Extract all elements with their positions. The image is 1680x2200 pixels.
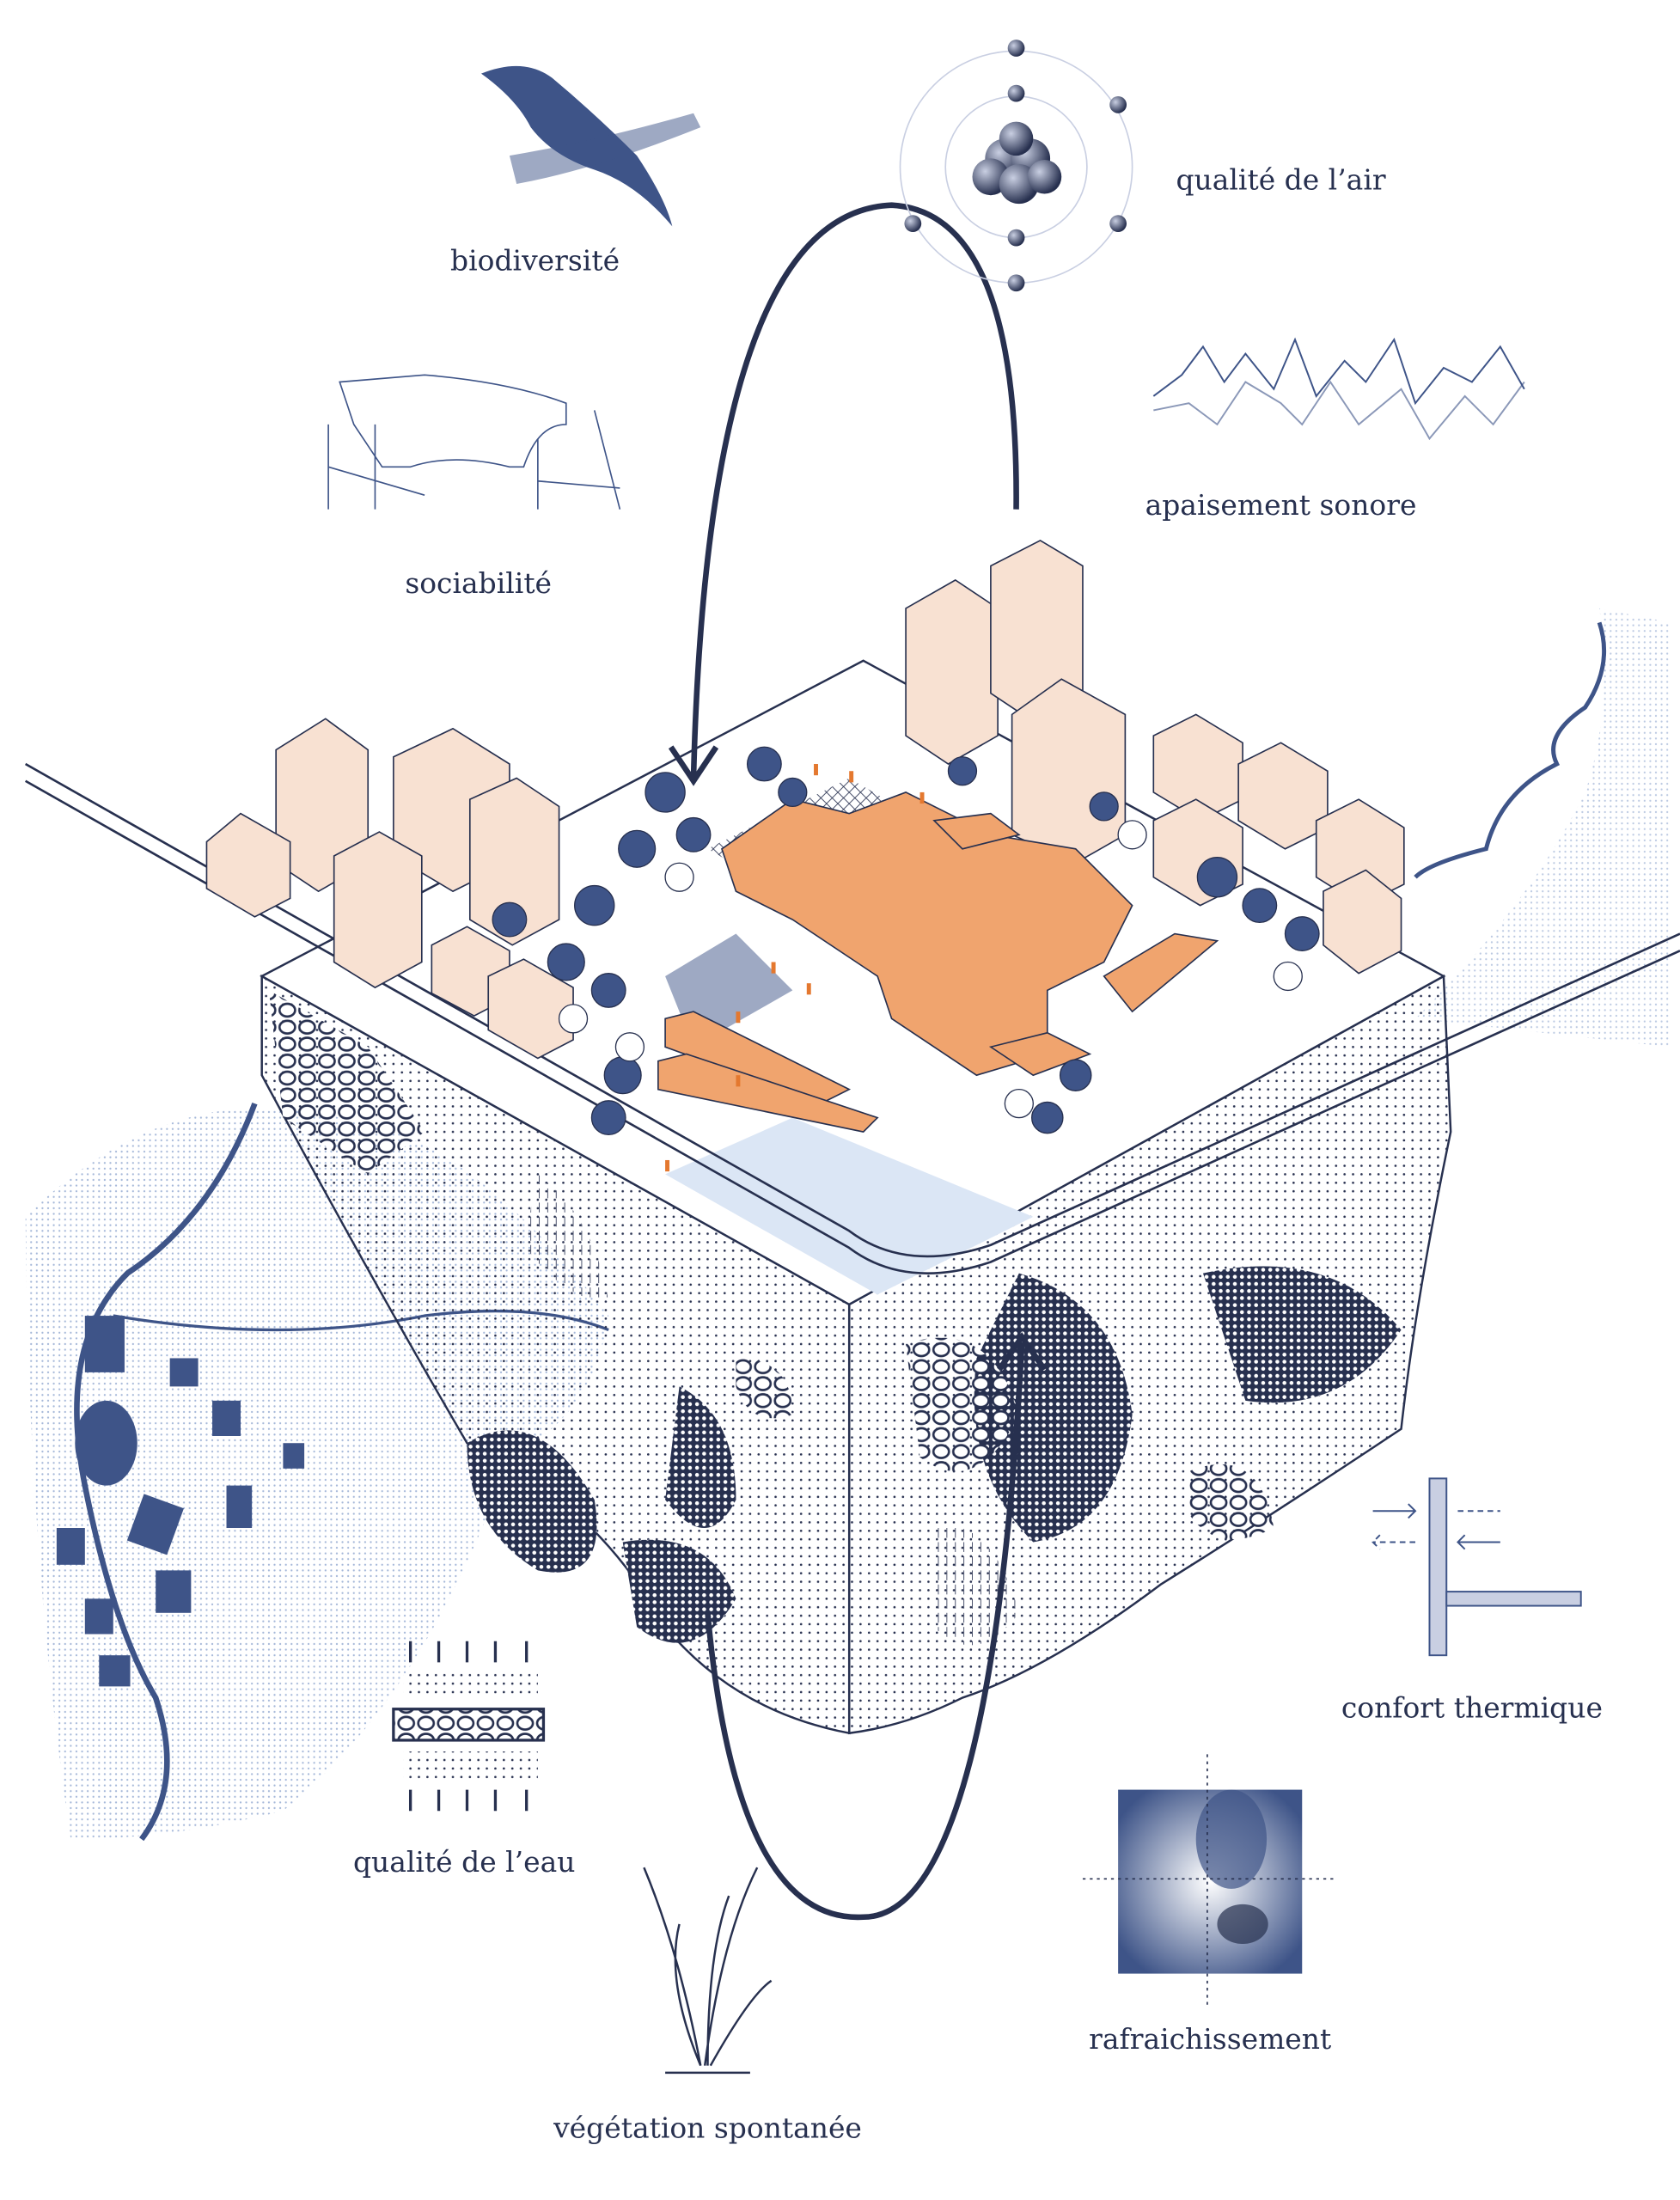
context-buildings [205, 539, 1405, 1060]
label-biodiversity: biodiversité [450, 243, 620, 277]
label-vegetation: végétation spontanée [553, 2111, 862, 2145]
roads [24, 762, 1680, 1274]
atom-icon [899, 40, 1133, 292]
trees-white [558, 820, 1303, 1119]
bird-icon [480, 65, 701, 227]
filter-icon [392, 1641, 546, 1812]
loop-arrow-bottom [705, 1331, 1048, 1921]
river-right [1414, 608, 1671, 1048]
label-water-quality: qualité de l’eau [353, 1845, 576, 1879]
loop-arrow-top [668, 202, 1019, 786]
label-air-quality: qualité de l’air [1176, 163, 1385, 197]
people-markers [665, 764, 925, 1172]
grass-icon [643, 1867, 773, 2075]
label-sound: apaisement sonore [1145, 488, 1417, 522]
cooling-map-icon [1082, 1754, 1338, 2009]
project-buildings [657, 791, 1219, 1133]
sound-wave-icon [1152, 337, 1525, 441]
label-cooling: rafraichissement [1089, 2022, 1331, 2056]
trees [492, 746, 1320, 1135]
label-sociability: sociabilité [405, 566, 552, 600]
label-thermal-comfort: confort thermique [1341, 1691, 1603, 1725]
wall-section-icon [1371, 1477, 1582, 1657]
network-map-icon [327, 374, 621, 510]
